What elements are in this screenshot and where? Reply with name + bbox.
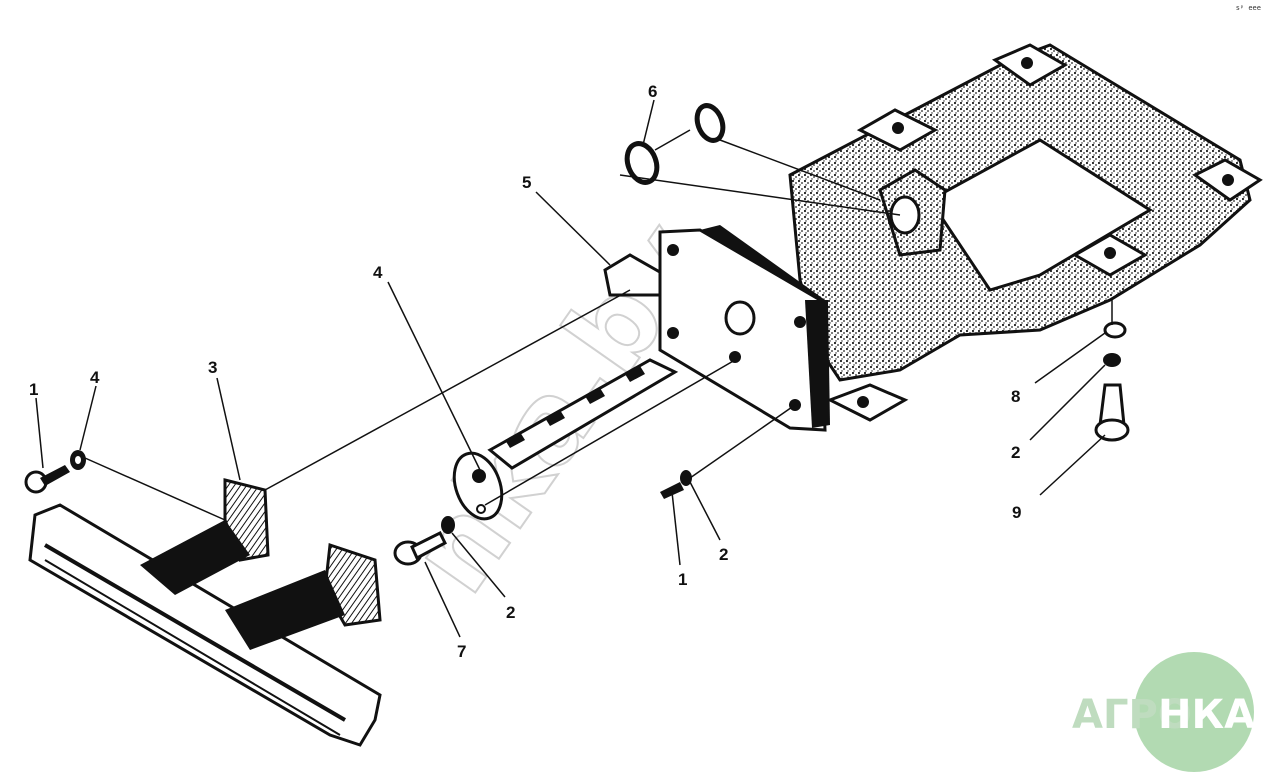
callout-6: 6 <box>648 82 657 101</box>
callout-4: 4 <box>373 263 383 282</box>
callout-2-right: 2 <box>719 545 728 564</box>
step-bar <box>28 478 382 747</box>
retaining-rings <box>624 103 726 185</box>
callout-8: 8 <box>1011 387 1020 406</box>
callout-7: 7 <box>457 642 466 661</box>
frame-bracket <box>788 43 1263 422</box>
bolt-small <box>660 470 692 499</box>
assembly-lines <box>84 129 1113 521</box>
callout-5: 5 <box>522 173 531 192</box>
flange-plate <box>603 225 830 432</box>
bolt-9 <box>1094 321 1130 442</box>
callout-4-left: 4 <box>90 368 100 387</box>
callout-3: 3 <box>208 358 217 377</box>
logo-text-left: АГРО <box>1072 692 1192 738</box>
callout-1-mid: 1 <box>678 570 687 589</box>
leader-lines <box>35 99 1106 638</box>
spline-shaft <box>452 358 679 521</box>
callout-2-far-right: 2 <box>1011 443 1020 462</box>
page-code: sᵖ eee <box>1235 4 1261 12</box>
agronka-logo: АГРО НКА <box>1072 652 1255 772</box>
callout-9: 9 <box>1012 503 1021 522</box>
callout-labels: 1 4 3 4 5 6 2 7 1 2 8 2 9 <box>29 82 1021 661</box>
washer-left <box>70 450 86 470</box>
callout-2-mid: 2 <box>506 603 515 622</box>
bolt-7 <box>393 516 455 566</box>
logo-text-right: НКА <box>1158 692 1255 738</box>
callout-1-left: 1 <box>29 380 38 399</box>
bolt-left <box>24 465 70 494</box>
